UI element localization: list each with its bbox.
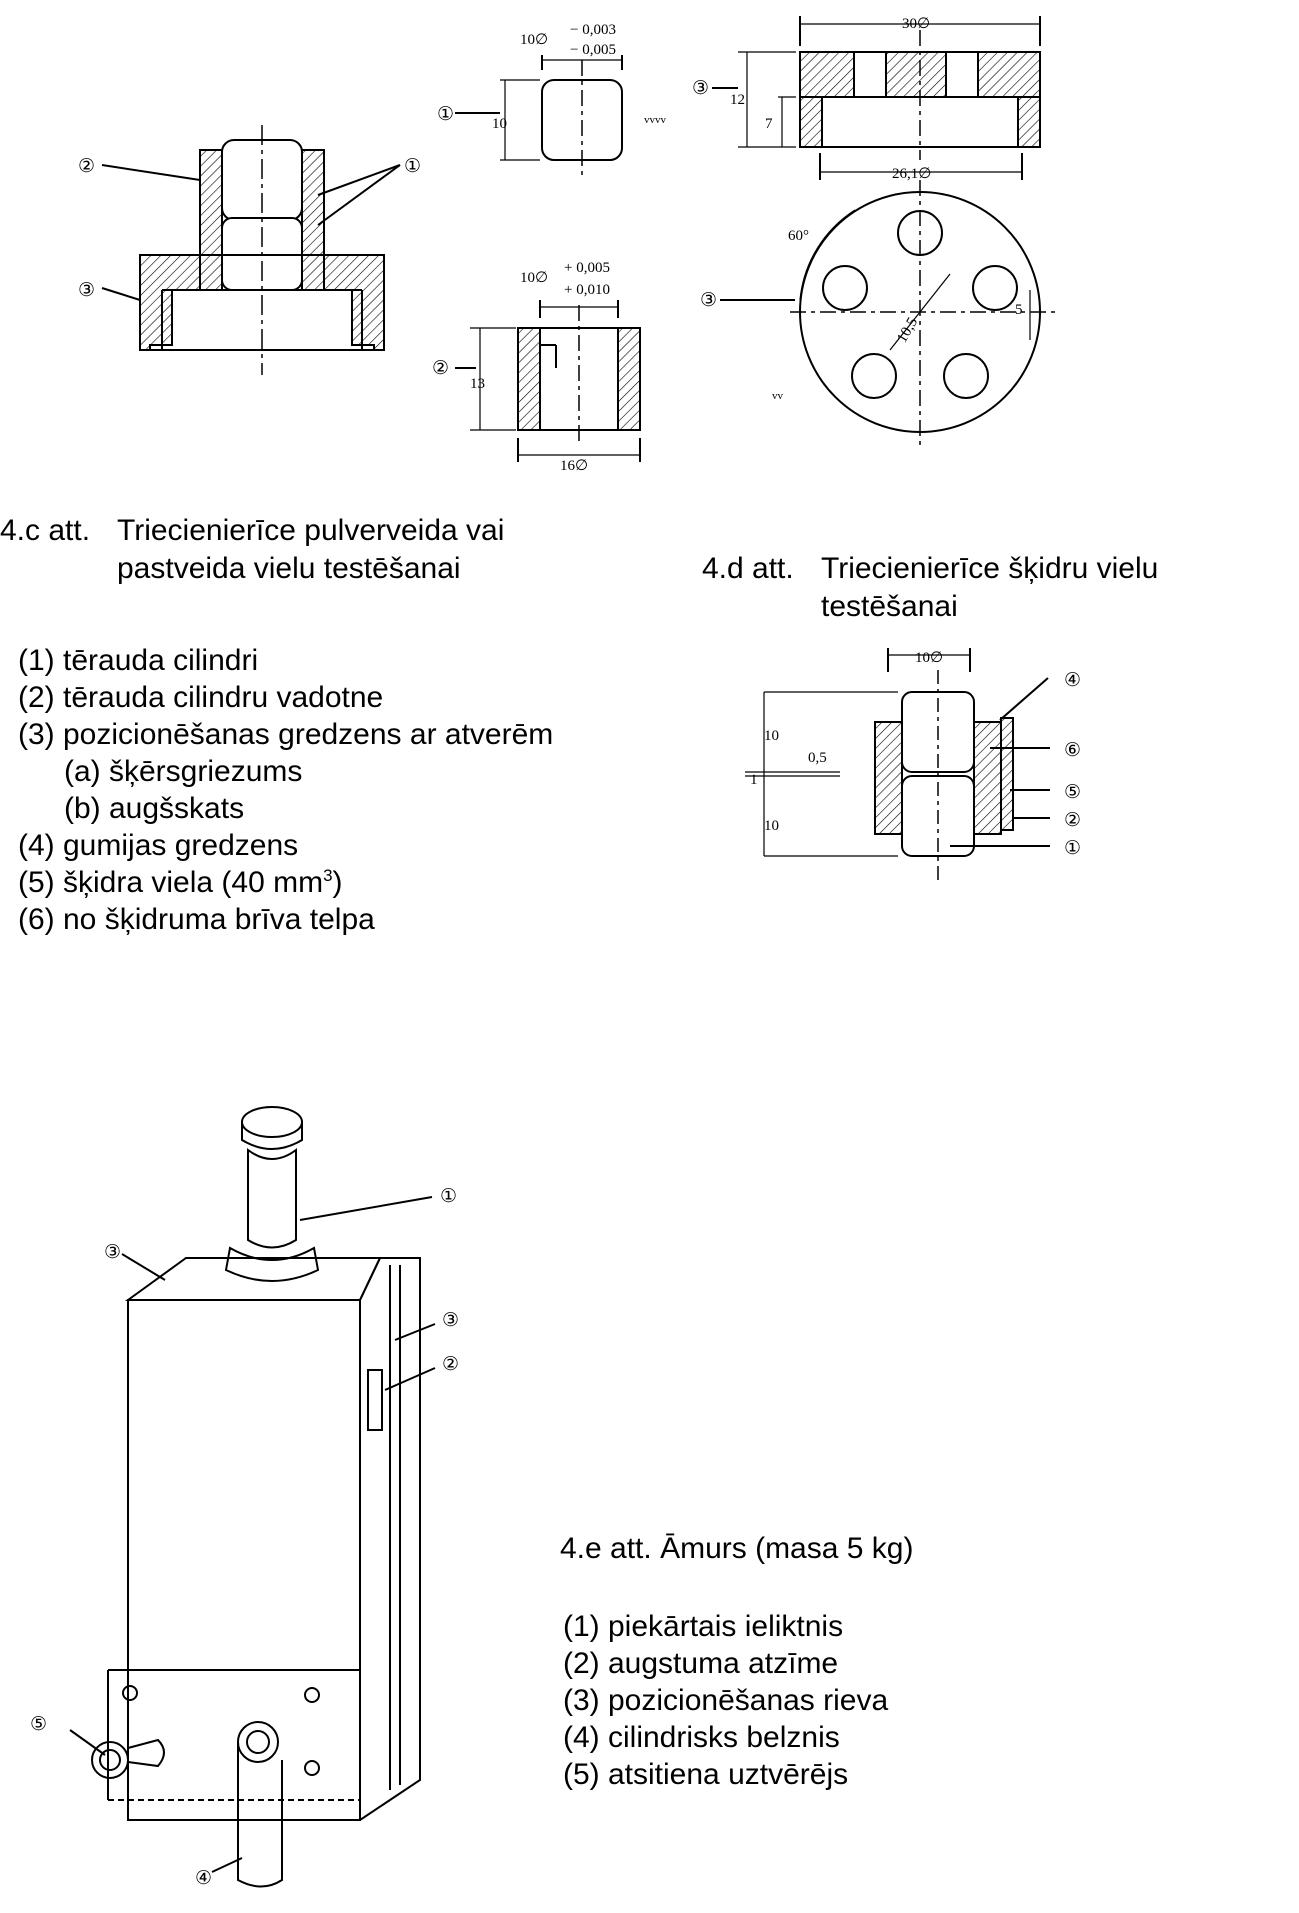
legend-item-3: (3) pozicionēšanas gredzens ar atverēm [18, 718, 554, 751]
legend-item-5-text: (5) šķidra viela (40 mm [18, 866, 324, 899]
fig-e-marker-4: ④ [195, 1867, 213, 1889]
fig-c-dim-top-dia: 10∅ [520, 32, 549, 48]
legend-item-5-close: ) [332, 866, 343, 899]
fig-d-drawing [745, 648, 1050, 880]
fig-c-dim-hole-off: 5 [1015, 302, 1023, 318]
fig-d-dim-dia: 10∅ [915, 650, 944, 666]
fig-c-dim-ring-h: 12 [730, 92, 745, 108]
fig-c-ring-topview [720, 180, 1060, 445]
fig-c-marker-2-guide: ② [432, 357, 450, 379]
legend-item-5-sup: 3 [323, 866, 333, 885]
fig-d-caption: 4.d att. Triecienierīce šķidru vielu [702, 550, 1158, 587]
fig-d-caption-num: 4.d att. [702, 552, 794, 585]
fig-d-marker-2: ② [1064, 809, 1082, 831]
fig-d-marker-4: ④ [1064, 669, 1082, 691]
fig-c-marker-2: ② [78, 155, 96, 177]
fig-e-marker-2: ② [442, 1353, 460, 1375]
fig-c-dim-guide-tol-upper: + 0,005 [564, 260, 610, 276]
fig-c-dim-guide-tol-lower: + 0,010 [564, 282, 610, 298]
fig-c-dim-angle: 60° [788, 228, 809, 244]
fig-d-marker-6: ⑥ [1064, 739, 1082, 761]
fig-c-dim-guide-od: 16∅ [560, 458, 589, 474]
fig-e-marker-5: ⑤ [30, 1713, 48, 1735]
legend-item-1: (1) tērauda cilindri [18, 644, 259, 677]
fig-c-dim-guide-h: 13 [470, 376, 485, 392]
fig-c-mark-vvvv: vvvv [644, 114, 666, 126]
fig-e-legend-4: (4) cilindrisks belznis [563, 1721, 840, 1754]
legend-item-4: (4) gumijas gredzens [18, 829, 299, 862]
fig-c-cylinder-detail [455, 55, 623, 175]
fig-c-dim-ring-od: 30∅ [902, 16, 931, 32]
fig-c-assembly-drawing [101, 125, 401, 375]
fig-c-caption: 4.c att. Triecienierīce pulverveida vai [0, 512, 504, 549]
fig-d-dim-gap: 1 [750, 772, 758, 788]
fig-e-marker-3-right: ③ [442, 1309, 460, 1331]
fig-c-caption-line2: pastveida vielu testēšanai [117, 552, 461, 585]
fig-e-caption: 4.e att. Āmurs (masa 5 kg) [560, 1532, 914, 1565]
fig-c-dim-ring-h2: 7 [765, 116, 773, 132]
fig-c-caption-num: 4.c att. [0, 514, 91, 547]
fig-c-marker-1-top: ① [437, 103, 455, 125]
fig-c-caption-line1: Triecienierīce pulverveida vai [117, 514, 505, 547]
fig-c-ring-section [712, 16, 1041, 180]
fig-c-guide-detail [455, 300, 641, 462]
fig-c-dim-top-tol-lower: − 0,005 [570, 42, 616, 58]
fig-d-dim-groove: 0,5 [808, 750, 827, 766]
fig-e-legend-2: (2) augstuma atzīme [563, 1647, 839, 1680]
fig-d-caption-line1: Triecienierīce šķidru vielu [821, 552, 1159, 585]
fig-e-marker-3-left: ③ [104, 1241, 122, 1263]
fig-e-legend-5: (5) atsitiena uztvērējs [563, 1758, 849, 1791]
legend-item-3b: (b) augšskats [64, 792, 245, 825]
fig-c-marker-3: ③ [78, 279, 96, 301]
fig-c-marker-1: ① [404, 155, 422, 177]
fig-c-dim-top-h: 10 [492, 116, 507, 132]
fig-c-marker-3-top: ③ [700, 289, 718, 311]
fig-d-caption-line2: testēšanai [821, 590, 958, 623]
fig-d-dim-h-top: 10 [764, 728, 779, 744]
fig-d-dim-h-bottom: 10 [764, 818, 779, 834]
fig-d-marker-5: ⑤ [1064, 781, 1082, 803]
legend-item-3a: (a) šķērsgriezums [64, 755, 303, 788]
fig-c-marker-3-ring: ③ [692, 77, 710, 99]
fig-c-dim-top-tol-upper: − 0,003 [570, 22, 616, 38]
fig-e-hammer-drawing [69, 1106, 436, 1888]
legend-item-2: (2) tērauda cilindru vadotne [18, 681, 384, 714]
legend-item-6: (6) no šķidruma brīva telpa [18, 903, 375, 936]
fig-e-legend-1: (1) piekārtais ieliktnis [563, 1610, 844, 1643]
fig-c-mark-vv: vv [772, 390, 783, 402]
fig-d-marker-1: ① [1064, 837, 1082, 859]
fig-c-dim-guide-dia: 10∅ [520, 270, 549, 286]
fig-e-legend-3: (3) pozicionēšanas rieva [563, 1684, 889, 1717]
fig-e-marker-1: ① [440, 1185, 458, 1207]
legend-item-5: (5) šķidra viela (40 mm3) [18, 864, 343, 901]
fig-c-dim-ring-id: 26,1∅ [892, 166, 932, 182]
